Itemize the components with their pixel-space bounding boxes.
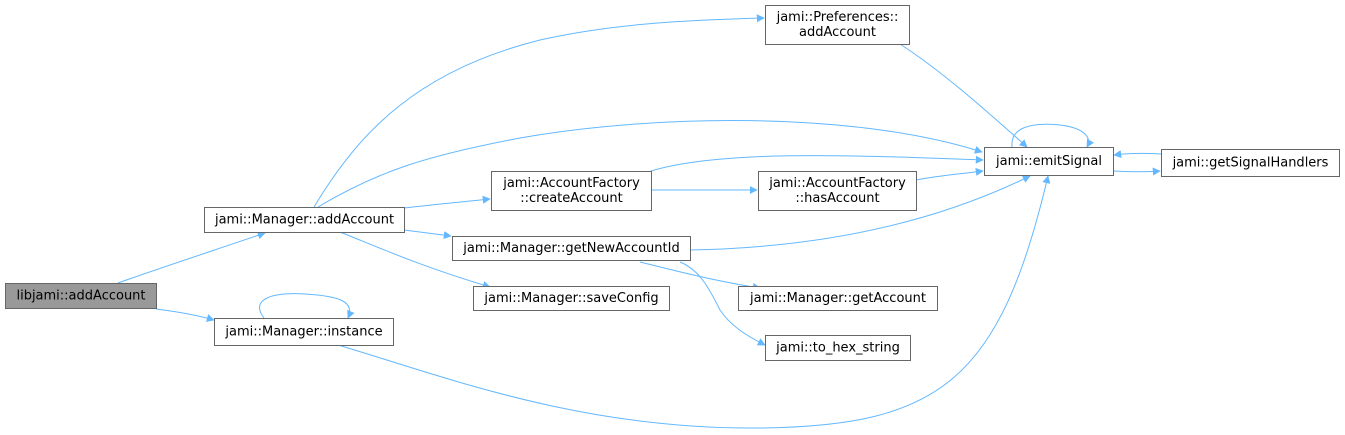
edge-manager_addAccount-to-manager_getNewAccountId <box>403 229 452 240</box>
node-label: jami::Manager::getNewAccountId <box>462 241 679 256</box>
node-label: libjami::addAccount <box>16 289 145 304</box>
node-manager_addAccount[interactable]: jami::Manager::addAccount <box>204 207 405 233</box>
node-box <box>214 318 394 346</box>
node-box <box>765 335 911 361</box>
node-label: jami::Preferences:: <box>776 10 899 25</box>
edge-manager_getNewAccountId-to-to_hex_string <box>679 261 766 346</box>
node-emitSignal[interactable]: jami::emitSignal <box>984 147 1114 176</box>
node-getSignalHandlers[interactable]: jami::getSignalHandlers <box>1161 149 1340 177</box>
node-label: jami::getSignalHandlers <box>1172 156 1329 171</box>
node-accountfactory_createAccount[interactable]: jami::AccountFactory::createAccount <box>491 171 652 211</box>
edge-getSignalHandlers-to-emitSignal <box>1113 150 1162 159</box>
node-label: ::hasAccount <box>795 191 879 206</box>
nodes-layer: libjami::addAccount jami::Manager::addAcc… <box>5 5 1340 361</box>
node-box <box>984 147 1114 176</box>
node-label: jami::Manager::addAccount <box>214 213 394 228</box>
node-box <box>1161 149 1340 177</box>
node-box <box>452 236 691 261</box>
node-box <box>491 171 652 211</box>
node-box <box>758 171 917 211</box>
node-preferences_addAccount[interactable]: jami::Preferences::addAccount <box>765 5 910 45</box>
node-manager_getAccount[interactable]: jami::Manager::getAccount <box>738 286 938 311</box>
node-accountfactory_hasAccount[interactable]: jami::AccountFactory::hasAccount <box>758 171 917 211</box>
edge-libjami_addAccount-to-manager_addAccount <box>117 231 266 284</box>
node-label: jami::Manager::getAccount <box>749 291 926 306</box>
node-label: jami::Manager::instance <box>224 325 382 340</box>
edges-layer <box>117 14 1162 429</box>
edge-preferences_addAccount-to-emitSignal <box>899 43 1028 148</box>
node-label: ::createAccount <box>520 191 623 206</box>
node-to_hex_string[interactable]: jami::to_hex_string <box>765 335 911 361</box>
edge-manager_addAccount-to-manager_saveConfig <box>339 231 491 289</box>
edge-emitSignal-to-emitSignal <box>1011 123 1094 148</box>
node-manager_instance[interactable]: jami::Manager::instance <box>214 318 394 346</box>
node-label: jami::AccountFactory <box>502 176 640 191</box>
node-box <box>473 286 670 311</box>
edge-emitSignal-to-getSignalHandlers <box>1112 167 1161 176</box>
node-box <box>765 5 910 45</box>
node-libjami_addAccount[interactable]: libjami::addAccount <box>5 283 157 309</box>
node-manager_saveConfig[interactable]: jami::Manager::saveConfig <box>473 286 670 311</box>
edge-accountfactory_hasAccount-to-emitSignal <box>915 167 984 181</box>
edge-manager_getNewAccountId-to-emitSignal <box>689 175 1031 251</box>
edge-manager_getNewAccountId-to-manager_getAccount <box>639 261 761 291</box>
edge-manager_instance-to-manager_instance <box>259 293 355 319</box>
node-label: jami::Manager::saveConfig <box>483 291 658 306</box>
edge-manager_addAccount-to-emitSignal <box>317 120 983 208</box>
edge-accountfactory_createAccount-to-emitSignal <box>650 155 984 172</box>
edge-libjami_addAccount-to-manager_instance <box>155 308 215 322</box>
edge-manager_instance-to-emitSignal <box>337 175 1051 429</box>
node-box <box>738 286 938 311</box>
node-label: jami::to_hex_string <box>775 341 900 356</box>
node-box <box>204 207 405 233</box>
node-box <box>5 283 157 309</box>
node-label: jami::AccountFactory <box>768 176 906 191</box>
node-label: jami::emitSignal <box>995 154 1102 169</box>
node-label: addAccount <box>799 25 876 40</box>
node-manager_getNewAccountId[interactable]: jami::Manager::getNewAccountId <box>452 236 691 261</box>
edge-manager_addAccount-to-accountfactory_createAccount <box>403 195 491 209</box>
edge-manager_addAccount-to-preferences_addAccount <box>313 14 765 208</box>
